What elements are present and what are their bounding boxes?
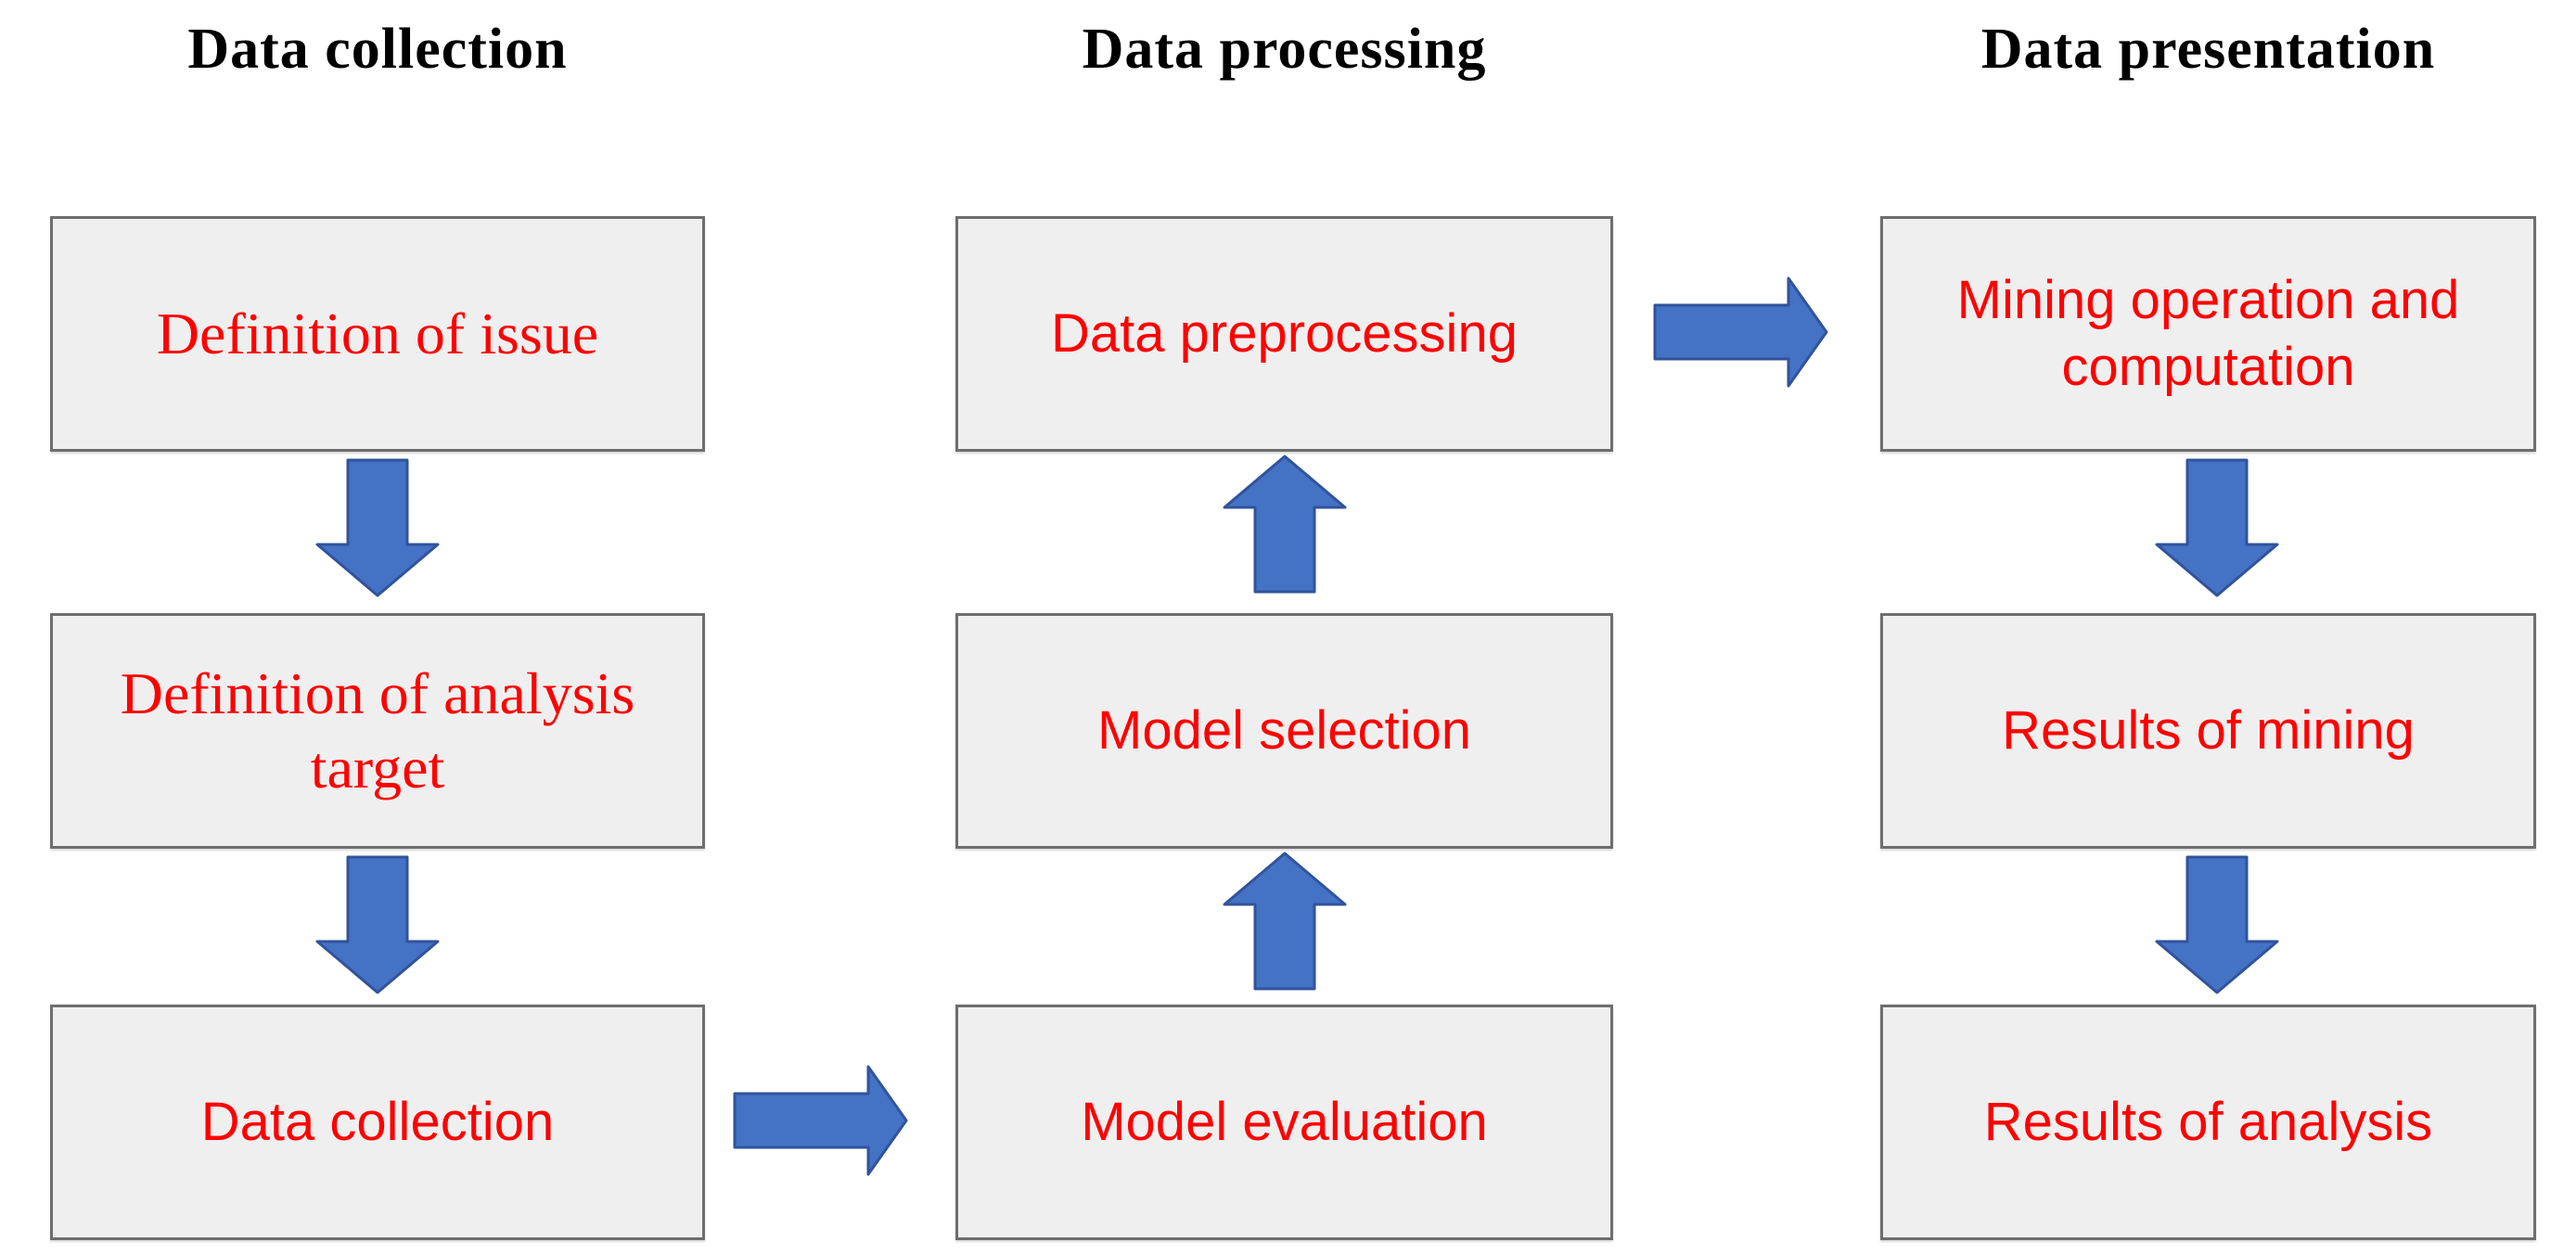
arrow-right-icon: [733, 1065, 908, 1176]
box-definition-of-issue: Definition of issue: [50, 216, 705, 452]
column-header-data-collection: Data collection: [187, 17, 568, 81]
column-header-data-presentation: Data presentation: [1980, 17, 2436, 81]
arrow-down-icon: [315, 855, 440, 994]
column-header-data-processing: Data processing: [1082, 17, 1487, 81]
box-mining-operation-and-computation: Mining operation and computation: [1880, 216, 2536, 452]
box-definition-of-analysis-target: Definition of analysis target: [50, 613, 705, 849]
arrow-down-icon: [315, 458, 440, 597]
arrow-right-icon: [1653, 276, 1828, 388]
box-data-collection: Data collection: [50, 1005, 705, 1240]
box-model-selection: Model selection: [955, 613, 1613, 849]
box-model-evaluation: Model evaluation: [955, 1005, 1613, 1240]
arrow-up-icon: [1223, 852, 1347, 991]
arrow-down-icon: [2155, 458, 2279, 597]
box-results-of-analysis: Results of analysis: [1880, 1005, 2536, 1240]
arrow-up-icon: [1223, 455, 1347, 594]
box-results-of-mining: Results of mining: [1880, 613, 2536, 849]
box-data-preprocessing: Data preprocessing: [955, 216, 1613, 452]
arrow-down-icon: [2155, 855, 2279, 994]
